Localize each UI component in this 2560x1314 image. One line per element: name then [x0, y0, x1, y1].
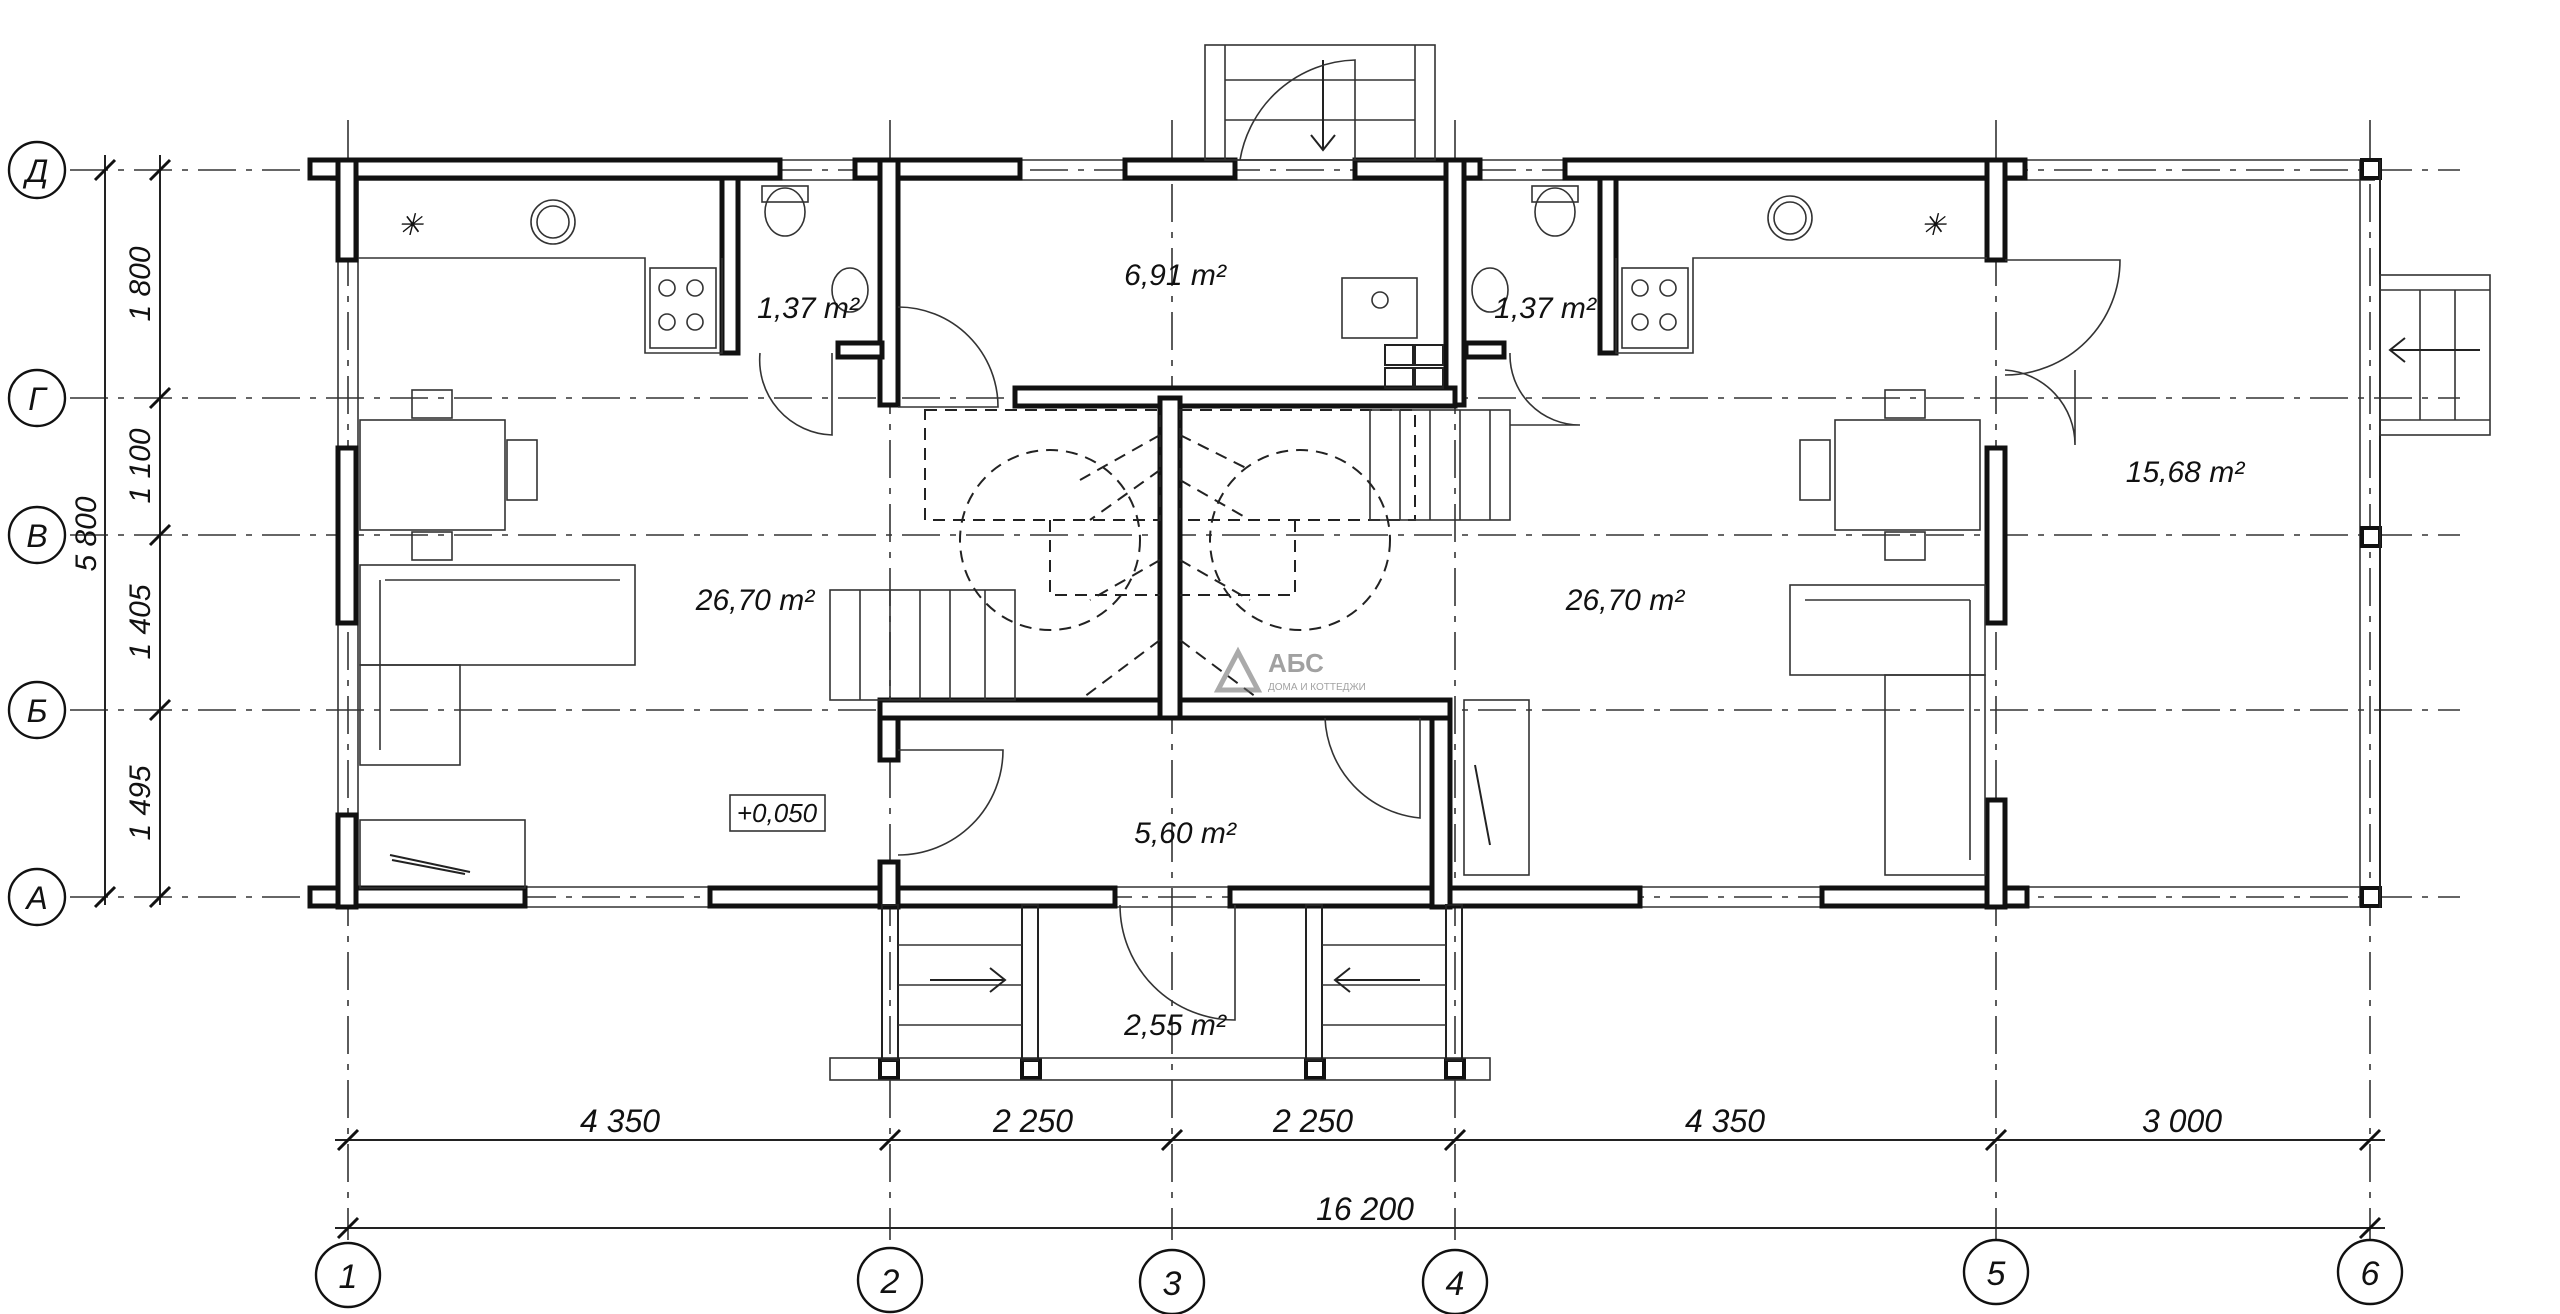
posts: [878, 158, 2382, 1080]
sink-symbol-icon: ✳: [1920, 209, 1947, 242]
room-area-porch: 2,55 m²: [1123, 1009, 1227, 1042]
column-dimension: 4 350: [1685, 1103, 1765, 1139]
row-dimension-chain: 1 800 1 100 1 405 1 495 5 800: [70, 155, 172, 909]
column-axis-label: 2: [880, 1263, 900, 1301]
column-axis-label: 4: [1446, 1265, 1465, 1303]
column-dimension: 2 250: [992, 1103, 1073, 1139]
column-dimension: 2 250: [1272, 1103, 1353, 1139]
logo-watermark: АБС ДОМА И КОТТЕДЖИ: [1213, 646, 1366, 693]
room-area-hall: 5,60 m²: [1134, 817, 1237, 850]
logo-name: АБС: [1268, 648, 1324, 678]
room-area-kitchen-left: 26,70 m²: [695, 584, 815, 617]
sink-symbol-icon: ✳: [397, 209, 424, 242]
row-axis-label: А: [24, 880, 47, 916]
room-area-terrace: 15,68 m²: [2126, 456, 2245, 489]
row-axis-label: Г: [28, 381, 48, 417]
room-area-utility: 6,91 m²: [1124, 259, 1227, 292]
stairs: [829, 409, 1511, 701]
row-axis-label: В: [26, 518, 47, 554]
logo-triangle-icon: [1213, 646, 1263, 693]
level-mark: +0,050: [729, 794, 826, 832]
axis-grid: [70, 120, 2460, 1240]
right-unit-furniture: ✳: [1341, 185, 1987, 876]
column-axis-label: 1: [339, 1258, 358, 1296]
row-dimension: 1 405: [124, 584, 157, 659]
column-axis-label: 6: [2361, 1255, 2380, 1293]
walls: [307, 157, 2030, 910]
column-dimension: 3 000: [2142, 1103, 2222, 1139]
row-axis-label: Б: [27, 693, 48, 729]
column-dimension-total: 16 200: [1316, 1191, 1414, 1227]
column-axis-label: 3: [1163, 1265, 1182, 1303]
column-axis-markers: 1 2 3 4 5 6: [314, 1238, 2404, 1314]
column-axis-label: 5: [1987, 1255, 2006, 1293]
row-axis-label: Д: [23, 153, 49, 189]
room-area-bath-right: 1,37 m²: [1494, 292, 1597, 325]
doors: [758, 59, 2121, 1021]
left-unit-furniture: ✳: [358, 185, 869, 889]
level-mark-value: +0,050: [737, 798, 818, 828]
room-area-bath-left: 1,37 m²: [757, 292, 860, 325]
row-dimension-total: 5 800: [70, 496, 103, 571]
window-lines: [330, 159, 2381, 908]
row-dimension: 1 800: [124, 246, 157, 321]
row-axis-markers: Д Г В Б А: [7, 140, 67, 927]
porch: [829, 44, 2491, 1081]
room-labels: 26,70 m² 26,70 m² 1,37 m² 1,37 m² 6,91 m…: [695, 259, 2245, 1042]
room-area-kitchen-right: 26,70 m²: [1565, 584, 1685, 617]
column-dimension-chain: 4 350 2 250 2 250 4 350 3 000 16 200: [335, 1103, 2385, 1240]
row-dimension: 1 100: [124, 428, 157, 503]
column-dimension: 4 350: [580, 1103, 660, 1139]
logo-tagline: ДОМА И КОТТЕДЖИ: [1268, 682, 1366, 693]
row-dimension: 1 495: [124, 765, 157, 840]
